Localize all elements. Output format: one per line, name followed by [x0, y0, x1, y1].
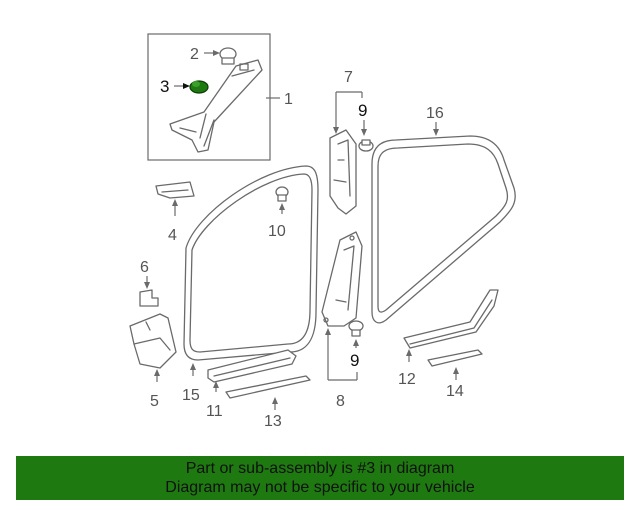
callout-14: 14 — [446, 383, 464, 400]
b-pillar-lower-trim-part-8[interactable] — [321, 231, 363, 327]
banner-line-2: Diagram may not be specific to your vehi… — [165, 479, 475, 496]
callout-6: 6 — [140, 259, 149, 276]
callout-5: 5 — [150, 393, 159, 410]
callout-9-upper: 9 — [358, 101, 367, 120]
parts-diagram: 1 2 3 4 6 5 15 10 11 — [129, 33, 516, 430]
callout-15: 15 — [182, 387, 200, 404]
callout-12: 12 — [398, 371, 416, 388]
rear-door-weatherstrip-part-16[interactable] — [371, 135, 516, 324]
a-pillar-trim-part[interactable] — [169, 59, 263, 153]
callout-16: 16 — [426, 105, 444, 122]
front-scuff-plate-part-11[interactable] — [207, 349, 297, 383]
callout-8: 8 — [336, 393, 345, 410]
front-door-weatherstrip-part-15[interactable] — [183, 165, 319, 361]
callout-4: 4 — [168, 227, 177, 244]
clip-part-3-highlighted[interactable] — [189, 80, 209, 94]
callout-3: 3 — [160, 77, 169, 96]
banner-line-1: Part or sub-assembly is #3 in diagram — [185, 460, 455, 477]
rear-sill-strip-part-14[interactable] — [427, 349, 483, 367]
front-sill-strip-part-13[interactable] — [225, 375, 311, 399]
clip-part-2[interactable] — [219, 47, 237, 65]
rear-scuff-plate-part-12[interactable] — [403, 289, 499, 349]
clip-part-9-upper[interactable] — [358, 139, 374, 152]
callout-1: 1 — [284, 91, 293, 108]
clip-part-9-lower[interactable] — [348, 320, 364, 337]
callout-11: 11 — [206, 403, 223, 420]
callout-7: 7 — [344, 69, 353, 86]
bracket-part-6[interactable] — [139, 289, 159, 307]
clip-part-10[interactable] — [275, 186, 289, 202]
kick-panel-part-5[interactable] — [129, 313, 177, 369]
callout-9-lower: 9 — [350, 351, 359, 370]
callout-2: 2 — [190, 46, 199, 63]
trim-part-4[interactable] — [155, 181, 195, 199]
callout-10: 10 — [268, 223, 286, 240]
inset-box — [147, 33, 271, 161]
info-banner: Part or sub-assembly is #3 in diagram Di… — [16, 456, 624, 500]
callout-13: 13 — [264, 413, 282, 430]
